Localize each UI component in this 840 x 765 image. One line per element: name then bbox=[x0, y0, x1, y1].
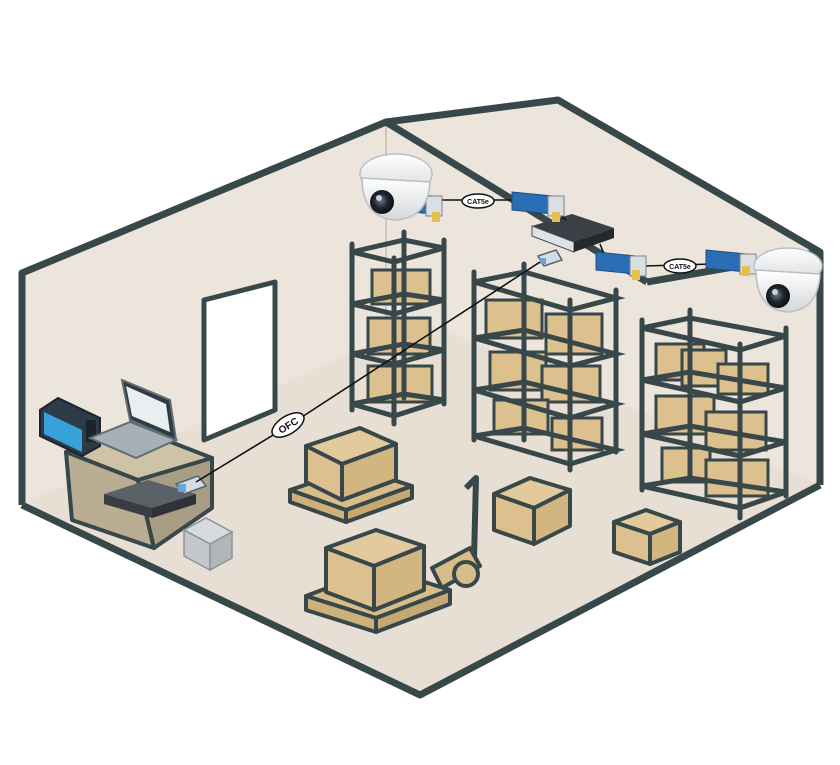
outer-outline bbox=[20, 481, 822, 699]
pallet-with-box-center bbox=[288, 426, 414, 524]
balun-cam2-a bbox=[595, 251, 647, 280]
cat5e-label-left: CAT5e bbox=[461, 193, 495, 209]
power-supply-icon bbox=[182, 517, 234, 572]
cat5e-label-left-text: CAT5e bbox=[467, 199, 489, 206]
cat5e-label-right: CAT5e bbox=[663, 258, 697, 274]
shelf-rack-middle bbox=[471, 261, 626, 473]
ofc-label: OFC bbox=[271, 412, 305, 438]
tablet-monitor bbox=[39, 396, 101, 458]
balun-cam1-b bbox=[511, 191, 565, 222]
box-floor-middle bbox=[492, 476, 572, 546]
dome-camera-icon[interactable] bbox=[359, 153, 433, 221]
rack-boxes bbox=[654, 342, 770, 498]
rack-boxes bbox=[366, 268, 434, 404]
cat5e-label-right-text: CAT5e bbox=[669, 264, 691, 271]
laptop-icon[interactable] bbox=[87, 378, 179, 460]
dome-camera-icon[interactable] bbox=[753, 247, 823, 313]
balun-cam2-b bbox=[705, 249, 757, 276]
door bbox=[201, 279, 278, 443]
shelf-rack-left bbox=[349, 229, 447, 427]
box-floor-right bbox=[612, 508, 682, 566]
shelf-rack-right bbox=[639, 307, 789, 521]
converter-on-shelf[interactable] bbox=[536, 249, 564, 267]
left-wall-outline bbox=[18, 96, 824, 505]
pallet-jack-with-box bbox=[304, 475, 482, 634]
nvr-icon[interactable] bbox=[104, 480, 196, 518]
